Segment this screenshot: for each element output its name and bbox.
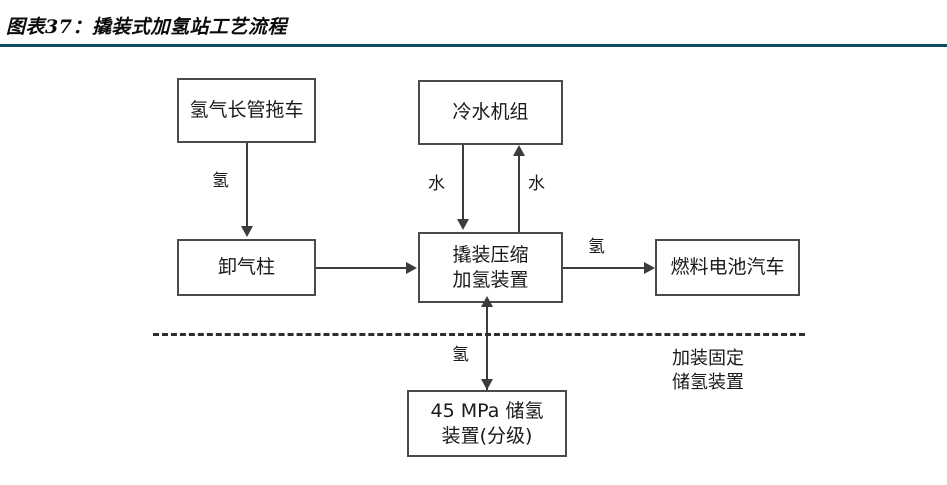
- arrowhead-right-unloading-to-skid: [406, 262, 417, 274]
- edge-label-hydrogen-storage: 氢: [452, 345, 469, 365]
- edge-line-skid-to-storage: [486, 303, 488, 390]
- arrowhead-up-storage-to-skid: [481, 296, 493, 307]
- page-title: 图表37：撬装式加氢站工艺流程: [6, 16, 287, 38]
- edge-line-unloading-to-skid: [316, 267, 408, 269]
- node-unloading-column: 卸气柱: [177, 239, 316, 296]
- dashed-divider-line: [153, 333, 805, 336]
- arrowhead-down-chiller-to-skid: [457, 219, 469, 230]
- node-hydrogen-storage: 45 MPa 储氢 装置(分级): [407, 390, 567, 457]
- edge-label-hydrogen-dispense: 氢: [588, 237, 605, 257]
- arrowhead-right-skid-to-vehicle: [644, 262, 655, 274]
- node-skid-compression-unit: 撬装压缩 加氢装置: [418, 232, 563, 303]
- edge-label-water-supply: 水: [428, 174, 445, 194]
- edge-line-trailer-to-unloading: [246, 143, 248, 228]
- arrowhead-up-skid-to-chiller: [513, 145, 525, 156]
- title-underline-rule: [0, 44, 947, 47]
- node-chiller: 冷水机组: [418, 80, 563, 145]
- edge-line-skid-to-chiller: [518, 154, 520, 232]
- process-flow-diagram: 氢气长管拖车 冷水机组 卸气柱 撬装压缩 加氢装置 燃料电池汽车 45 MPa …: [0, 52, 947, 485]
- edge-label-hydrogen-trailer: 氢: [212, 171, 229, 191]
- annotation-fixed-storage: 加装固定 储氢装置: [672, 348, 744, 394]
- arrowhead-down-skid-to-storage: [481, 379, 493, 390]
- edge-line-skid-to-vehicle: [563, 267, 645, 269]
- arrowhead-down-trailer-to-unloading: [241, 226, 253, 237]
- edge-line-chiller-to-skid: [462, 145, 464, 221]
- edge-label-water-return: 水: [528, 174, 545, 194]
- node-fuel-cell-vehicle: 燃料电池汽车: [655, 239, 800, 296]
- node-tube-trailer: 氢气长管拖车: [177, 78, 316, 143]
- title-bar: 图表37：撬装式加氢站工艺流程: [0, 0, 947, 52]
